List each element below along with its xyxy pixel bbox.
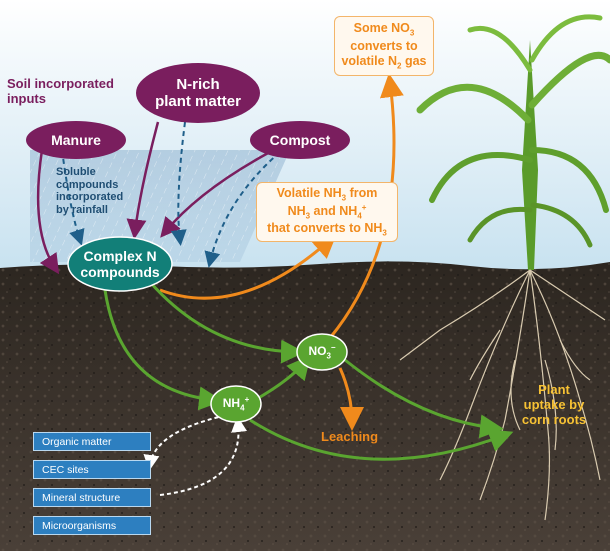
soil-component-microorganisms: Microorganisms — [33, 516, 151, 535]
uptake-line-1: Plant — [538, 382, 570, 397]
uptake-line-3: corn roots — [521, 411, 587, 427]
soluble-line-2: compounds — [56, 178, 119, 191]
nh3-line1-text: Volatile NH — [276, 185, 342, 200]
complex-n-node-shape — [67, 236, 173, 292]
soluble-note: Soluble compounds incorporated by rainfa… — [56, 166, 176, 217]
n2-line2: converts to — [350, 38, 418, 53]
dashed-arrow-soil-to-nh4 — [159, 416, 248, 496]
nh3-line1-from: from — [346, 185, 378, 200]
leaching-label: Leaching — [321, 429, 379, 444]
n2-line3-sub: 2 — [397, 61, 402, 70]
compost-node: Compost — [269, 132, 331, 148]
nrich-node-shape — [136, 63, 260, 123]
volatile-nh3-box: Volatile NH3 from NH3 and NH4+ that conv… — [256, 182, 398, 242]
arrow-nh4-to-plant — [249, 418, 514, 461]
no3-label: NO3− — [308, 343, 336, 361]
dashed-arrow-nh4-to-soil — [143, 413, 233, 471]
soil-component-cec-sites: CEC sites — [33, 460, 151, 479]
arrow-nrich-to-complex — [126, 121, 160, 240]
manure-node-shape — [26, 121, 126, 159]
dashed-arrow-compost — [204, 151, 281, 268]
compost-node-shape — [250, 121, 350, 159]
nh3-line3-sub: 3 — [382, 228, 387, 238]
nrich-line1: N-rich — [176, 76, 220, 93]
nh3-line2-sub2: 4 — [357, 211, 362, 221]
arrow-no3-to-plant — [344, 358, 504, 439]
n2-line3: volatile N2 gas — [341, 54, 426, 71]
arrow-complex-to-no3 — [148, 281, 305, 364]
soluble-line-3: incorporated — [56, 191, 124, 204]
soluble-line-1: Soluble — [56, 166, 96, 178]
n2-line3-gas: gas — [401, 53, 427, 68]
complex-n-line1: Complex N — [83, 247, 157, 264]
arrow-complex-to-volatile-nh3 — [159, 234, 337, 300]
soil-component-organic-matter: Organic matter — [33, 432, 151, 451]
nh4-node-shape — [210, 385, 262, 423]
n2-line1: Some NO3 — [354, 21, 415, 38]
nh3-line2: NH3 and NH4+ — [288, 203, 367, 221]
complex-n-line2: compounds — [80, 264, 160, 280]
nh3-line2-sup: + — [361, 202, 367, 212]
soil-inputs-title: Soil incorporated inputs — [7, 76, 114, 106]
nrich-node: N-rich plant matter — [136, 63, 260, 123]
nh3-line3: that converts to NH3 — [267, 221, 387, 238]
soluble-line-4: by rainfall — [56, 203, 108, 216]
arrow-nh4-to-no3 — [254, 355, 311, 402]
arrow-complex-to-nh4 — [103, 289, 223, 411]
manure-node: Manure — [51, 132, 101, 148]
nh4-label: NH4+ — [222, 395, 250, 413]
nrich-line2: plant matter — [155, 93, 241, 110]
soil-texture — [0, 261, 610, 551]
uptake-line-2: uptake by — [523, 396, 585, 412]
nh4-node: NH4+ — [211, 386, 261, 422]
n2-line3-text: volatile N — [341, 53, 398, 68]
nh3-line1-sub: 3 — [341, 193, 347, 203]
soil-component-mineral-structure: Mineral structure — [33, 488, 151, 507]
plant-uptake-label: Plant uptake by corn roots — [504, 382, 604, 428]
no3-node-shape — [296, 333, 348, 371]
n2-line1-text: Some NO — [353, 21, 410, 36]
dashed-arrow-nrich — [170, 121, 187, 246]
no3-to-n2-box: Some NO3 converts to volatile N2 gas — [334, 16, 434, 76]
nh3-line2-sub: 3 — [305, 211, 311, 221]
corn-roots — [399, 269, 606, 521]
corn-plant — [416, 14, 610, 270]
arrow-manure-to-complex — [36, 149, 60, 275]
arrow-leaching — [338, 367, 364, 431]
complex-n-node: Complex N compounds — [68, 237, 172, 291]
dashed-arrow-manure — [61, 149, 85, 246]
arrow-compost-to-complex — [160, 150, 271, 238]
nh3-line3-text: that converts to NH — [267, 221, 383, 236]
no3-node: NO3− — [297, 334, 347, 370]
nh3-line2-text: NH — [287, 204, 306, 219]
n2-line1-sub: 3 — [409, 28, 415, 38]
nh3-line1: Volatile NH3 from — [277, 186, 378, 203]
nh3-line2-and: and NH — [310, 204, 358, 219]
